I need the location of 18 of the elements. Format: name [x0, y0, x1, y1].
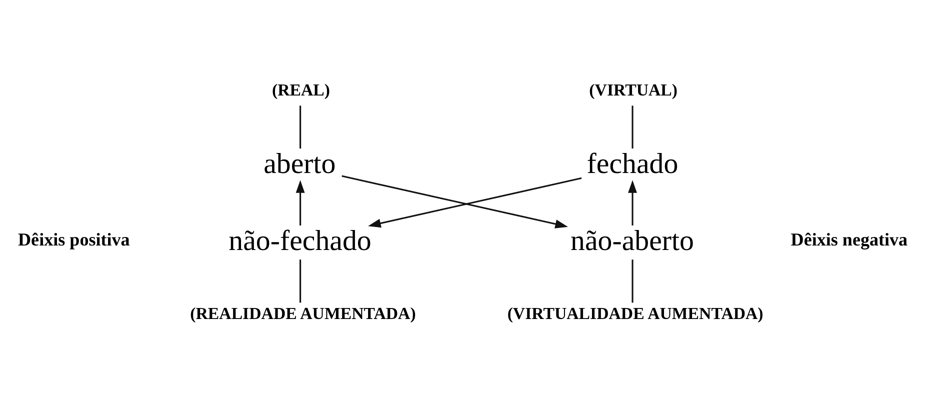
node-text: (VIRTUAL)	[589, 80, 678, 99]
node-text: (REALIDADE AUMENTADA)	[190, 304, 416, 323]
label: Dêixis positiva	[18, 229, 130, 250]
node-text: fechado	[586, 147, 678, 180]
node-text: (VIRTUALIDADE AUMENTADA)	[507, 304, 764, 323]
arrow	[342, 174, 568, 228]
label: Dêixis negativa	[790, 229, 908, 250]
node-text: (REAL)	[272, 80, 330, 99]
connector	[632, 259, 634, 302]
arrow	[296, 180, 305, 225]
node-text: não-aberto	[570, 224, 694, 256]
node-text: aberto	[264, 147, 336, 180]
arrow	[628, 180, 637, 225]
node-text: não-fechado	[228, 224, 372, 256]
connector	[300, 105, 302, 148]
arrow	[368, 176, 582, 228]
connector	[300, 259, 302, 302]
connector	[632, 105, 634, 148]
